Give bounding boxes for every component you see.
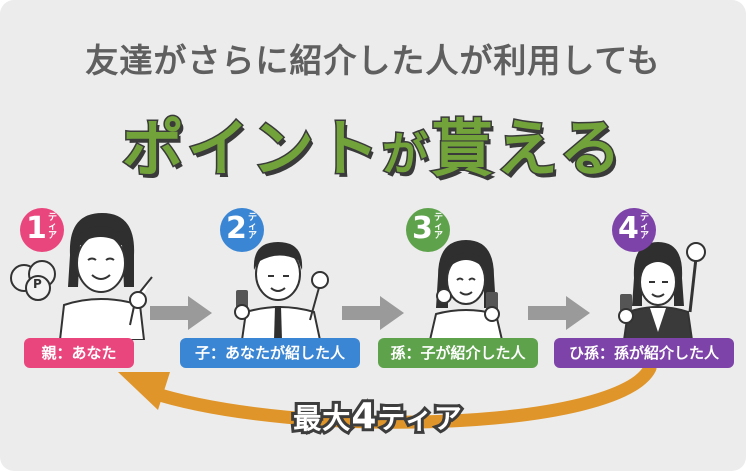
- child-man-illustration: [234, 242, 329, 340]
- step-arrow-icon: [342, 296, 404, 330]
- headline: ポイントが貰える: [0, 98, 746, 188]
- tier-label-3: 孫：子が紹介した人: [378, 338, 538, 368]
- max-tier-caption: 最大4ティア: [290, 393, 464, 440]
- tier-label-2: 子：あなたが紹した人: [180, 338, 360, 368]
- parent-woman-illustration: [58, 213, 153, 340]
- headline-points: ポイント: [120, 111, 382, 187]
- grandchild-woman-illustration: [428, 240, 504, 340]
- step-arrow-icon: [528, 296, 590, 330]
- subtitle: 友達がさらに紹介した人が利用しても: [85, 41, 661, 80]
- point-coin-icon: [10, 260, 56, 301]
- headline-particle: が: [380, 126, 431, 183]
- headline-receive: 貰える: [429, 111, 625, 187]
- tier-label-4: ひ孫：孫が紹介した人: [554, 338, 734, 368]
- great-grandchild-woman-illustration: [618, 242, 706, 340]
- step-arrow-icon: [150, 296, 212, 330]
- coin-label: P: [33, 277, 42, 291]
- tier-label-1: 親：あなた: [24, 338, 134, 368]
